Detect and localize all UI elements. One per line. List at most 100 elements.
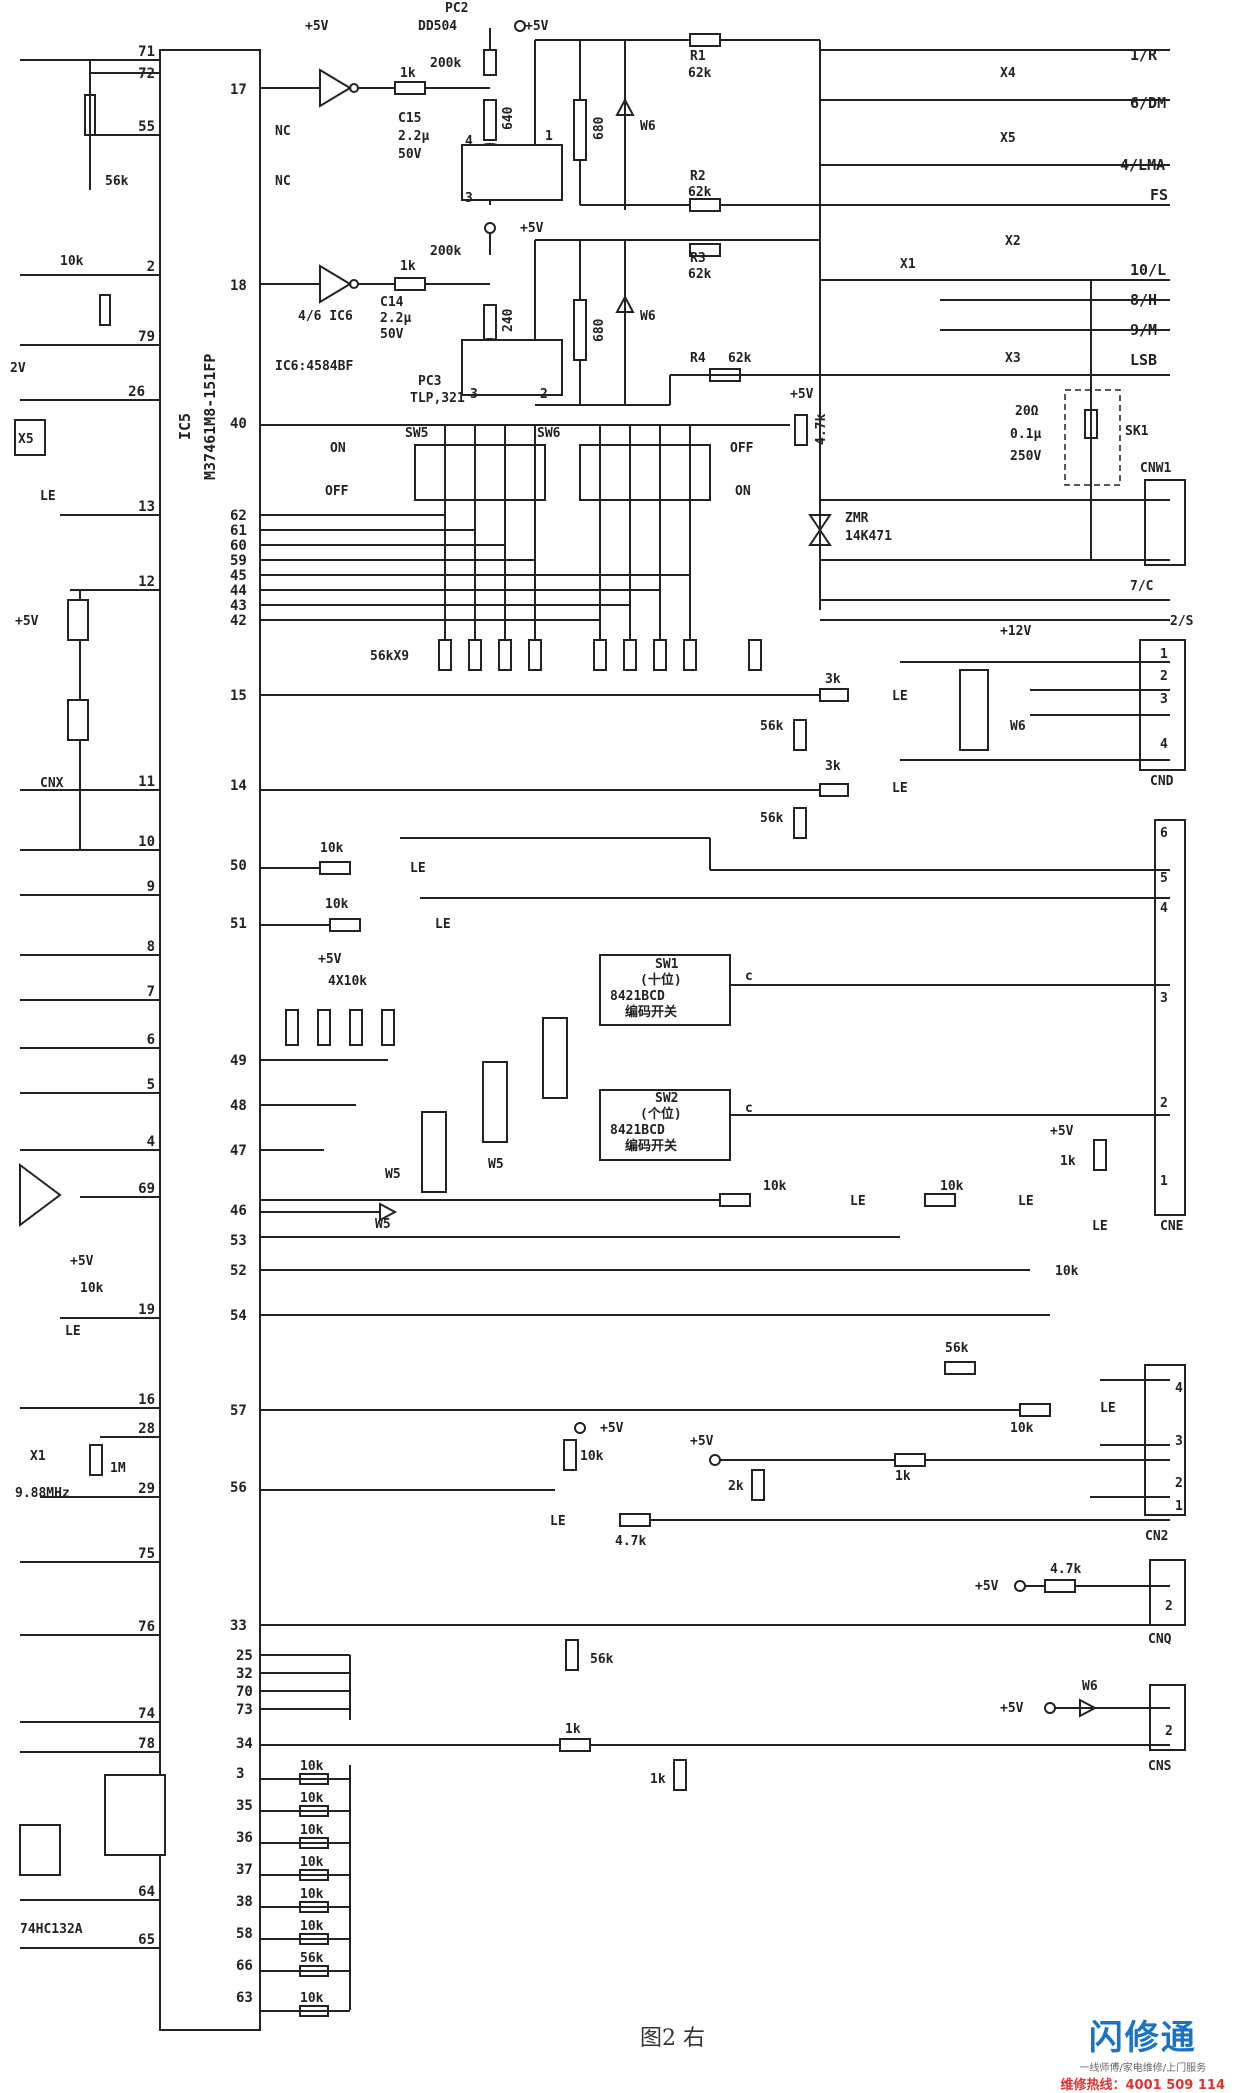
cnq-label: CNQ [1148,1632,1172,1647]
sk1-label: SK1 [1125,424,1149,439]
v5-top-1: +5V [305,19,329,34]
pin-72: 72 [138,66,155,82]
cn2-pin4: 4 [1175,1381,1183,1396]
cne-pin6: 6 [1160,826,1168,841]
pin-54: 54 [230,1308,247,1324]
sw6-off-label: OFF [730,441,754,456]
zmr-label: ZMR [845,511,869,526]
pc3-pin3: 3 [470,387,478,402]
rb-1: 10k [300,1759,324,1774]
sw1-label: SW1 [655,957,679,972]
pin-13: 13 [138,499,155,515]
v5-cne-2: +5V [1050,1124,1074,1139]
pin-7: 7 [147,984,155,1000]
x1-xtal-label: X1 [30,1449,46,1464]
sw1-sub: (十位) [640,972,682,988]
brand-hotline: 维修热线：4001 509 114 [1060,2078,1225,2093]
pin-4: 4 [147,1134,155,1150]
cne-pin4: 4 [1160,901,1168,916]
brand-subtitle: 一线师傅/家电维修/上门服务 [1079,2063,1207,2074]
pin-63: 63 [236,1990,253,2006]
r10k-54: 10k [1055,1264,1079,1279]
r1-label: R1 [690,49,706,64]
r1k-mid: 1k [400,259,416,274]
le-51: LE [435,917,451,932]
ic5-chip: IC5 M37461M8-151FP [159,49,261,2031]
cn2-label: CN2 [1145,1529,1168,1544]
pin-46: 46 [230,1203,247,1219]
r2-value: 62k [688,185,712,200]
w6-top: W6 [640,119,656,134]
r680-top: 680 [592,116,607,140]
pin-62: 62 [230,508,247,524]
pin-32: 32 [236,1666,253,1682]
r4-label: R4 [690,351,706,366]
w5-2: W5 [488,1157,504,1172]
out-6-dm: 6/DM [1130,94,1166,112]
nc-label-1: NC [275,124,291,139]
r4-value: 62k [728,351,752,366]
pin-18: 18 [230,278,247,294]
c7c-label: 7/C [1130,579,1153,594]
pc2-pin3: 3 [465,191,473,206]
sw2-bcd: 8421BCD [610,1123,665,1138]
rb-7: 56k [300,1951,324,1966]
r56k-cnd-2: 56k [760,811,784,826]
brand-logo: 闪修通 一线师傅/家电维修/上门服务 维修热线：4001 509 114 [1060,2010,1225,2093]
le-56: LE [550,1514,566,1529]
c15-label: C15 [398,111,421,126]
sw2-sub: (个位) [640,1106,682,1122]
r680-mid: 680 [592,318,607,342]
left-pin-numbers: 71 72 55 2 79 26 13 12 11 10 9 8 7 6 5 4… [128,44,155,1948]
w5-3: W5 [375,1217,391,1232]
r10k-56: 10k [580,1449,604,1464]
pc2-pin4: 4 [465,134,473,149]
pin-29: 29 [138,1481,155,1497]
cnd-pin1: 1 [1160,647,1168,662]
cnd-pin2: 2 [1160,669,1168,684]
pin-71: 71 [138,44,155,60]
pin-70: 70 [236,1684,253,1700]
v2-label: 2V [10,361,26,376]
x3-label: X3 [1005,351,1021,366]
r10k-51: 10k [325,897,349,912]
x5-left-label: X5 [18,432,34,447]
pin-14: 14 [230,778,247,794]
out-10-l: 10/L [1130,261,1166,279]
pin-66: 66 [236,1958,253,1974]
pin-44: 44 [230,583,247,599]
r3k-1: 3k [825,672,841,687]
v5-left-2: +5V [70,1254,94,1269]
cnq-cns-section: CNQ 2 +5V 4.7k 56k CNS 2 +5V W6 1k 1k [260,1559,1186,1791]
pin-43: 43 [230,598,247,614]
left-pin-wires [20,59,160,1949]
cne-section: CNE 10k LE 10k LE 6 5 4 3 2 1 +5V 4X10k … [260,819,1186,1316]
sw5-label: SW5 [405,426,428,441]
pin-25: 25 [236,1648,253,1664]
zmr-part-label: 14K471 [845,529,892,544]
pin-6: 6 [147,1032,155,1048]
pin-28: 28 [138,1421,155,1437]
r4x10k-label: 4X10k [328,974,367,989]
pin-57: 57 [230,1403,247,1419]
ic6-sub-label: 4/6 IC6 [298,309,353,324]
r240-label: 240 [501,308,516,332]
cns-pin2: 2 [1165,1724,1173,1739]
pin-8: 8 [147,939,155,955]
x2-label: X2 [1005,234,1021,249]
ic5-part: M37461M8-151FP [201,354,219,480]
v5-cnq: +5V [975,1579,999,1594]
pin-52: 52 [230,1263,247,1279]
brand-name: 闪修通 [1088,2018,1197,2058]
rc250-label: 250V [1010,449,1041,464]
pin-59: 59 [230,553,247,569]
cne-label: CNE [1160,1219,1183,1234]
cnd-pin4: 4 [1160,737,1168,752]
r3k-2: 3k [825,759,841,774]
out-9-m: 9/M [1130,321,1157,339]
le-cnd-1: LE [892,689,908,704]
sw1-bcd: 8421BCD [610,989,665,1004]
out-8-h: 8/H [1130,291,1157,309]
cnd-label: CND [1150,774,1174,789]
sw2-bcd-sw: 编码开关 [625,1138,677,1154]
